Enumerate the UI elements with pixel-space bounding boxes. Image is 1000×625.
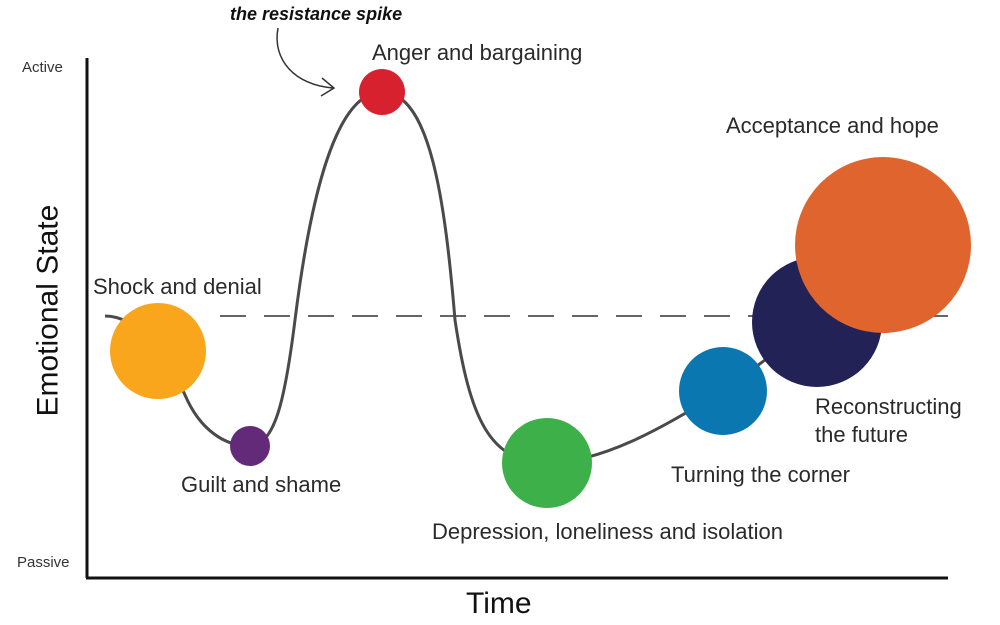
- stage-circle-acceptance: [795, 157, 971, 333]
- stage-label-turning: Turning the corner: [671, 462, 850, 487]
- stage-circle-depression: [502, 418, 592, 508]
- y-axis-title: Emotional State: [31, 204, 65, 417]
- y-bottom-label: Passive: [17, 554, 70, 571]
- stage-circle-guilt: [230, 426, 270, 466]
- stage-label-anger: Anger and bargaining: [372, 40, 583, 65]
- stage-circle-anger: [359, 69, 405, 115]
- stage-label-reconstructing: Reconstructing: [815, 394, 962, 419]
- stage-label-reconstructing-line2: the future: [815, 422, 908, 447]
- stage-circle-shock: [110, 303, 206, 399]
- y-top-label: Active: [22, 59, 63, 76]
- stage-circle-turning: [679, 347, 767, 435]
- stage-label-acceptance: Acceptance and hope: [726, 113, 939, 138]
- stage-label-guilt: Guilt and shame: [181, 472, 342, 497]
- stage-label-shock: Shock and denial: [93, 274, 262, 299]
- stage-label-depression: Depression, loneliness and isolation: [432, 519, 783, 544]
- resistance-spike-callout: the resistance spike: [230, 4, 403, 24]
- x-axis-title: Time: [466, 587, 532, 620]
- callout-arrowhead: [320, 77, 336, 97]
- callout-arrow: [276, 27, 334, 89]
